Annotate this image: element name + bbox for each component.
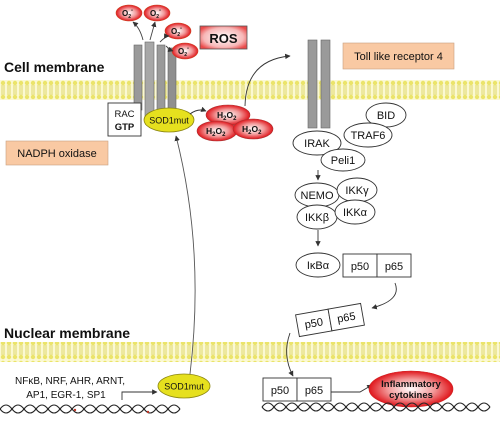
irak-complex [292,102,407,172]
svg-text:BID: BID [377,110,395,122]
svg-text:cytokines: cytokines [389,390,433,401]
h2o2-3 [232,118,274,140]
nfkb-dimer-translocating: p50 p65 [295,302,365,338]
dna-helix-left [0,404,181,414]
svg-text:IκBα: IκBα [307,260,330,272]
superoxide-3 [164,22,192,40]
svg-text:IKKβ: IKKβ [305,212,329,224]
svg-text:IKKγ: IKKγ [345,185,369,197]
nfkb-dimer-nucleus [262,377,332,402]
rac-label: RAC [114,109,134,120]
ikk-complex [294,177,378,230]
sod1mut-membrane [143,107,195,133]
svg-text:SOD1mut: SOD1mut [149,116,189,126]
rac-gtp-box [107,102,142,137]
superoxide-molecules [115,4,199,60]
nadph-oxidase-label-box [5,140,109,166]
svg-text:Inflammatory: Inflammatory [381,379,441,390]
svg-text:p65: p65 [336,311,356,326]
sod1mut-nucleus [157,373,211,399]
irak-node [292,130,342,156]
svg-text:TRAF6: TRAF6 [351,130,386,142]
cell-membrane-band [0,80,500,100]
nfkb-dimer-cytoplasm [342,253,412,278]
svg-text:SOD1mut: SOD1mut [164,382,204,392]
tlr4-label-box [342,42,455,70]
svg-text:H2O2: H2O2 [217,110,237,122]
svg-text:p50: p50 [351,261,369,273]
svg-text:O2-: O2- [150,8,161,20]
svg-text:O2-: O2- [122,8,133,20]
svg-text:H2O2: H2O2 [206,126,226,138]
traf6-node [343,122,393,148]
tlr4-label: Toll like receptor 4 [354,51,443,63]
tlr4-receptor [307,39,331,129]
svg-text:Peli1: Peli1 [331,155,355,167]
peli1-node [320,148,366,172]
hydrogen-peroxide-cluster [196,104,274,142]
nuclear-membrane-label: Nuclear membrane [4,325,130,341]
ros-label: ROS [209,31,238,46]
svg-text:p65: p65 [305,385,323,397]
ikba-node [295,252,341,278]
inflammatory-cytokines-node [368,370,454,408]
ikka-node [334,199,376,225]
superoxide-1 [115,4,143,22]
cell-membrane-label: Cell membrane [4,59,105,75]
svg-text:H2O2: H2O2 [242,124,262,136]
dna-helix-right [261,402,491,412]
svg-text:p50: p50 [304,316,324,331]
nuclear-membrane-band [0,342,500,362]
nadph-oxidase-label: NADPH oxidase [17,148,96,160]
ros-label-box [199,25,248,50]
svg-text:p50: p50 [271,385,289,397]
svg-text:IRAK: IRAK [304,138,330,150]
svg-text:p65: p65 [385,261,403,273]
gtp-label: GTP [115,122,135,133]
superoxide-2 [143,4,171,22]
transcription-factors-line1: NFκB, NRF, AHR, ARNT, [15,376,125,387]
svg-text:O2-: O2- [171,26,182,38]
svg-text:O2-: O2- [178,46,189,58]
transcription-factors-line2: AP1, EGR-1, SP1 [26,390,106,401]
svg-text:NEMO: NEMO [301,190,334,202]
svg-text:IKKα: IKKα [343,207,368,219]
